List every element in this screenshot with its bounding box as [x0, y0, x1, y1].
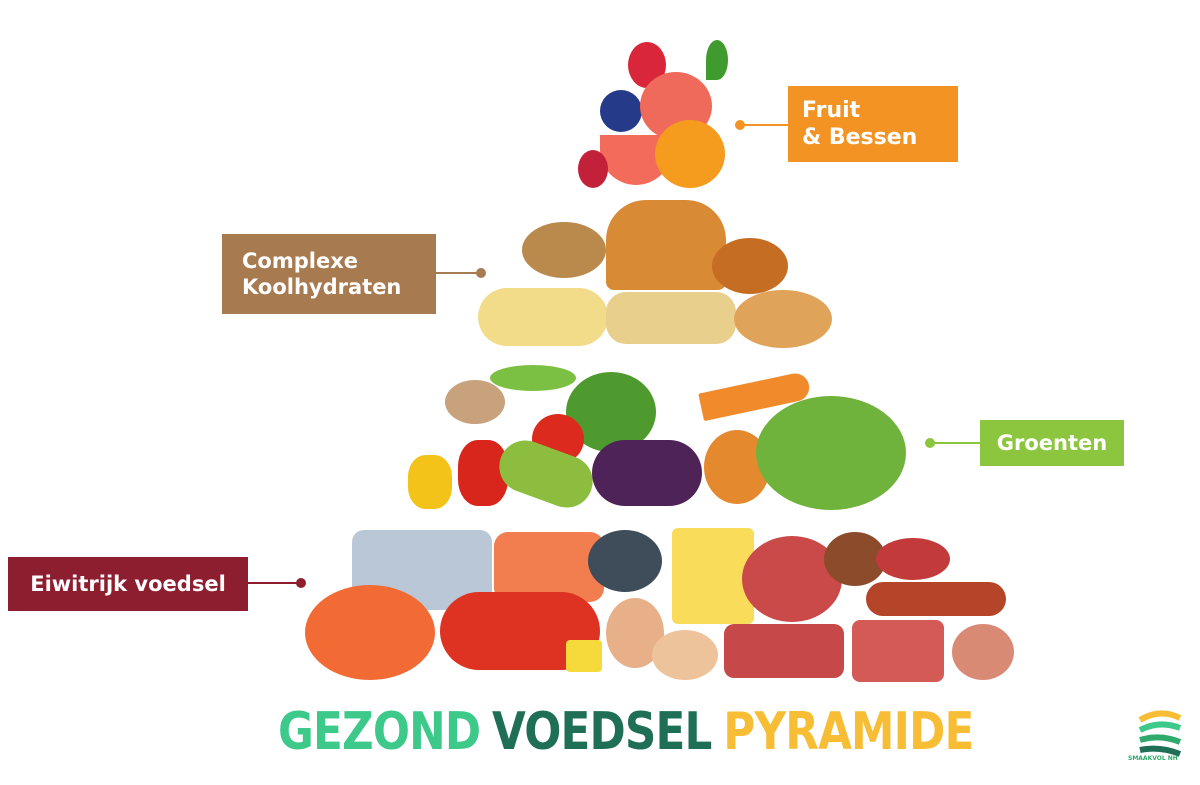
bun-icon: [734, 290, 832, 348]
connector-line: [740, 124, 790, 126]
pork-icon: [852, 620, 944, 682]
meat-leg-icon: [824, 532, 886, 586]
mussel-icon: [588, 530, 662, 592]
roll-meat-icon: [952, 624, 1014, 680]
connector-dot: [476, 268, 486, 278]
logo-text: SMAAKVOL NH: [1128, 755, 1178, 762]
steak-icon: [724, 624, 844, 678]
fruit-berries-box: Fruit & Bessen: [788, 86, 958, 162]
connector-dot: [296, 578, 306, 588]
title-word-pyramide: PYRAMIDE: [723, 702, 974, 762]
butter-icon: [566, 640, 602, 672]
cheese-icon: [672, 528, 754, 624]
connector-line: [436, 272, 480, 274]
label-line-1: Eiwitrijk voedsel: [30, 571, 226, 596]
title-word-voedsel: VOEDSEL: [492, 702, 712, 762]
cucumber-icon: [492, 433, 600, 515]
connector-line: [930, 442, 982, 444]
label-line-1: Groenten: [996, 430, 1108, 455]
orange-icon: [655, 120, 725, 188]
label-line-1: Complexe: [242, 248, 358, 273]
shrimp-icon: [305, 585, 435, 680]
salami-icon: [876, 538, 950, 580]
label-line-1: Fruit: [802, 97, 861, 123]
egg-icon-2: [652, 630, 718, 680]
bread-icon: [606, 200, 726, 290]
connector-line: [248, 582, 300, 584]
title-word-gezond: GEZOND: [278, 702, 481, 762]
raspberry-icon: [578, 150, 608, 188]
vegetables-box: Groenten: [980, 420, 1124, 466]
leaf-icon: [706, 40, 728, 80]
label-line-2: Koolhydraten: [242, 275, 402, 299]
sausage-icon: [866, 582, 1006, 616]
label-line-2: & Bessen: [802, 125, 918, 150]
eggplant-icon: [592, 440, 702, 506]
potato-icon: [522, 222, 606, 278]
complex-carbs-box: Complexe Koolhydraten: [222, 234, 436, 314]
mushroom-icon: [445, 380, 505, 424]
spaghetti-icon: [478, 288, 608, 346]
yellow-pepper-icon: [408, 455, 452, 509]
salmon-icon: [494, 532, 604, 602]
pasta-icon: [606, 292, 736, 344]
peas-icon: [490, 365, 576, 391]
blueberry-icon: [600, 90, 642, 132]
protein-box: Eiwitrijk voedsel: [8, 557, 248, 611]
cabbage-icon: [756, 396, 906, 510]
pretzel-icon: [712, 238, 788, 294]
smaakvol-logo-icon: [1138, 710, 1182, 757]
